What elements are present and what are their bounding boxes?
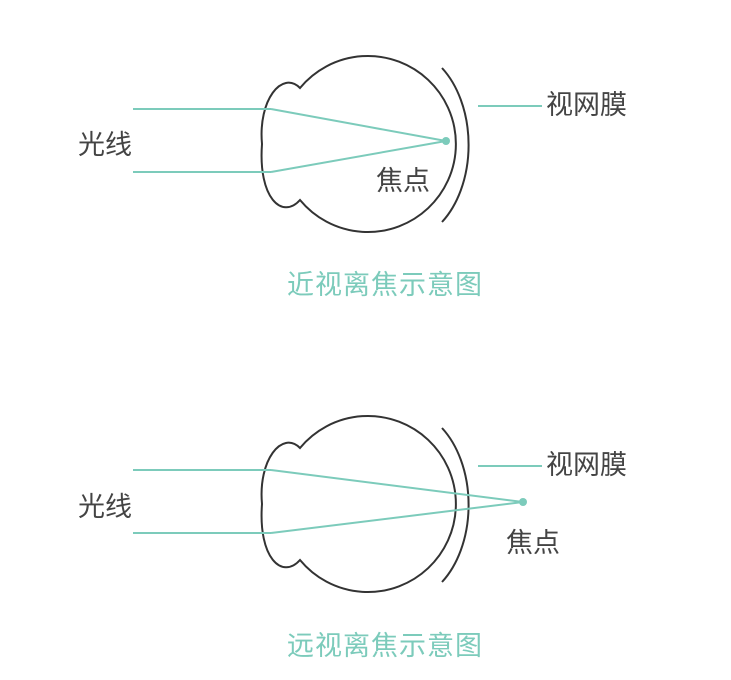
light-label: 光线 xyxy=(78,492,132,523)
retina-label: 视网膜 xyxy=(546,90,627,121)
myopia-eye-illustration xyxy=(133,55,542,233)
focus-label: 焦点 xyxy=(376,166,430,197)
refracted-ray-lower xyxy=(270,140,447,173)
diagram-caption: 远视离焦示意图 xyxy=(287,631,483,662)
light-label: 光线 xyxy=(78,130,132,161)
diagram-caption: 近视离焦示意图 xyxy=(287,270,483,301)
hyperopia-eye-illustration xyxy=(133,415,542,593)
focus-label: 焦点 xyxy=(506,528,560,559)
retina-line xyxy=(441,427,470,583)
eyeball-outline xyxy=(260,55,457,233)
focus-point xyxy=(442,137,450,145)
retina-line xyxy=(441,67,470,223)
myopia-diagram: 光线 视网膜 焦点 近视离焦示意图 xyxy=(78,55,627,301)
eyeball-outline xyxy=(260,415,457,593)
refracted-ray-upper xyxy=(270,108,447,142)
refracted-ray-lower xyxy=(270,501,524,534)
hyperopia-diagram: 光线 视网膜 焦点 远视离焦示意图 xyxy=(0,340,731,680)
refracted-ray-upper xyxy=(270,469,524,503)
retina-label: 视网膜 xyxy=(546,450,627,481)
focus-point xyxy=(519,498,527,506)
